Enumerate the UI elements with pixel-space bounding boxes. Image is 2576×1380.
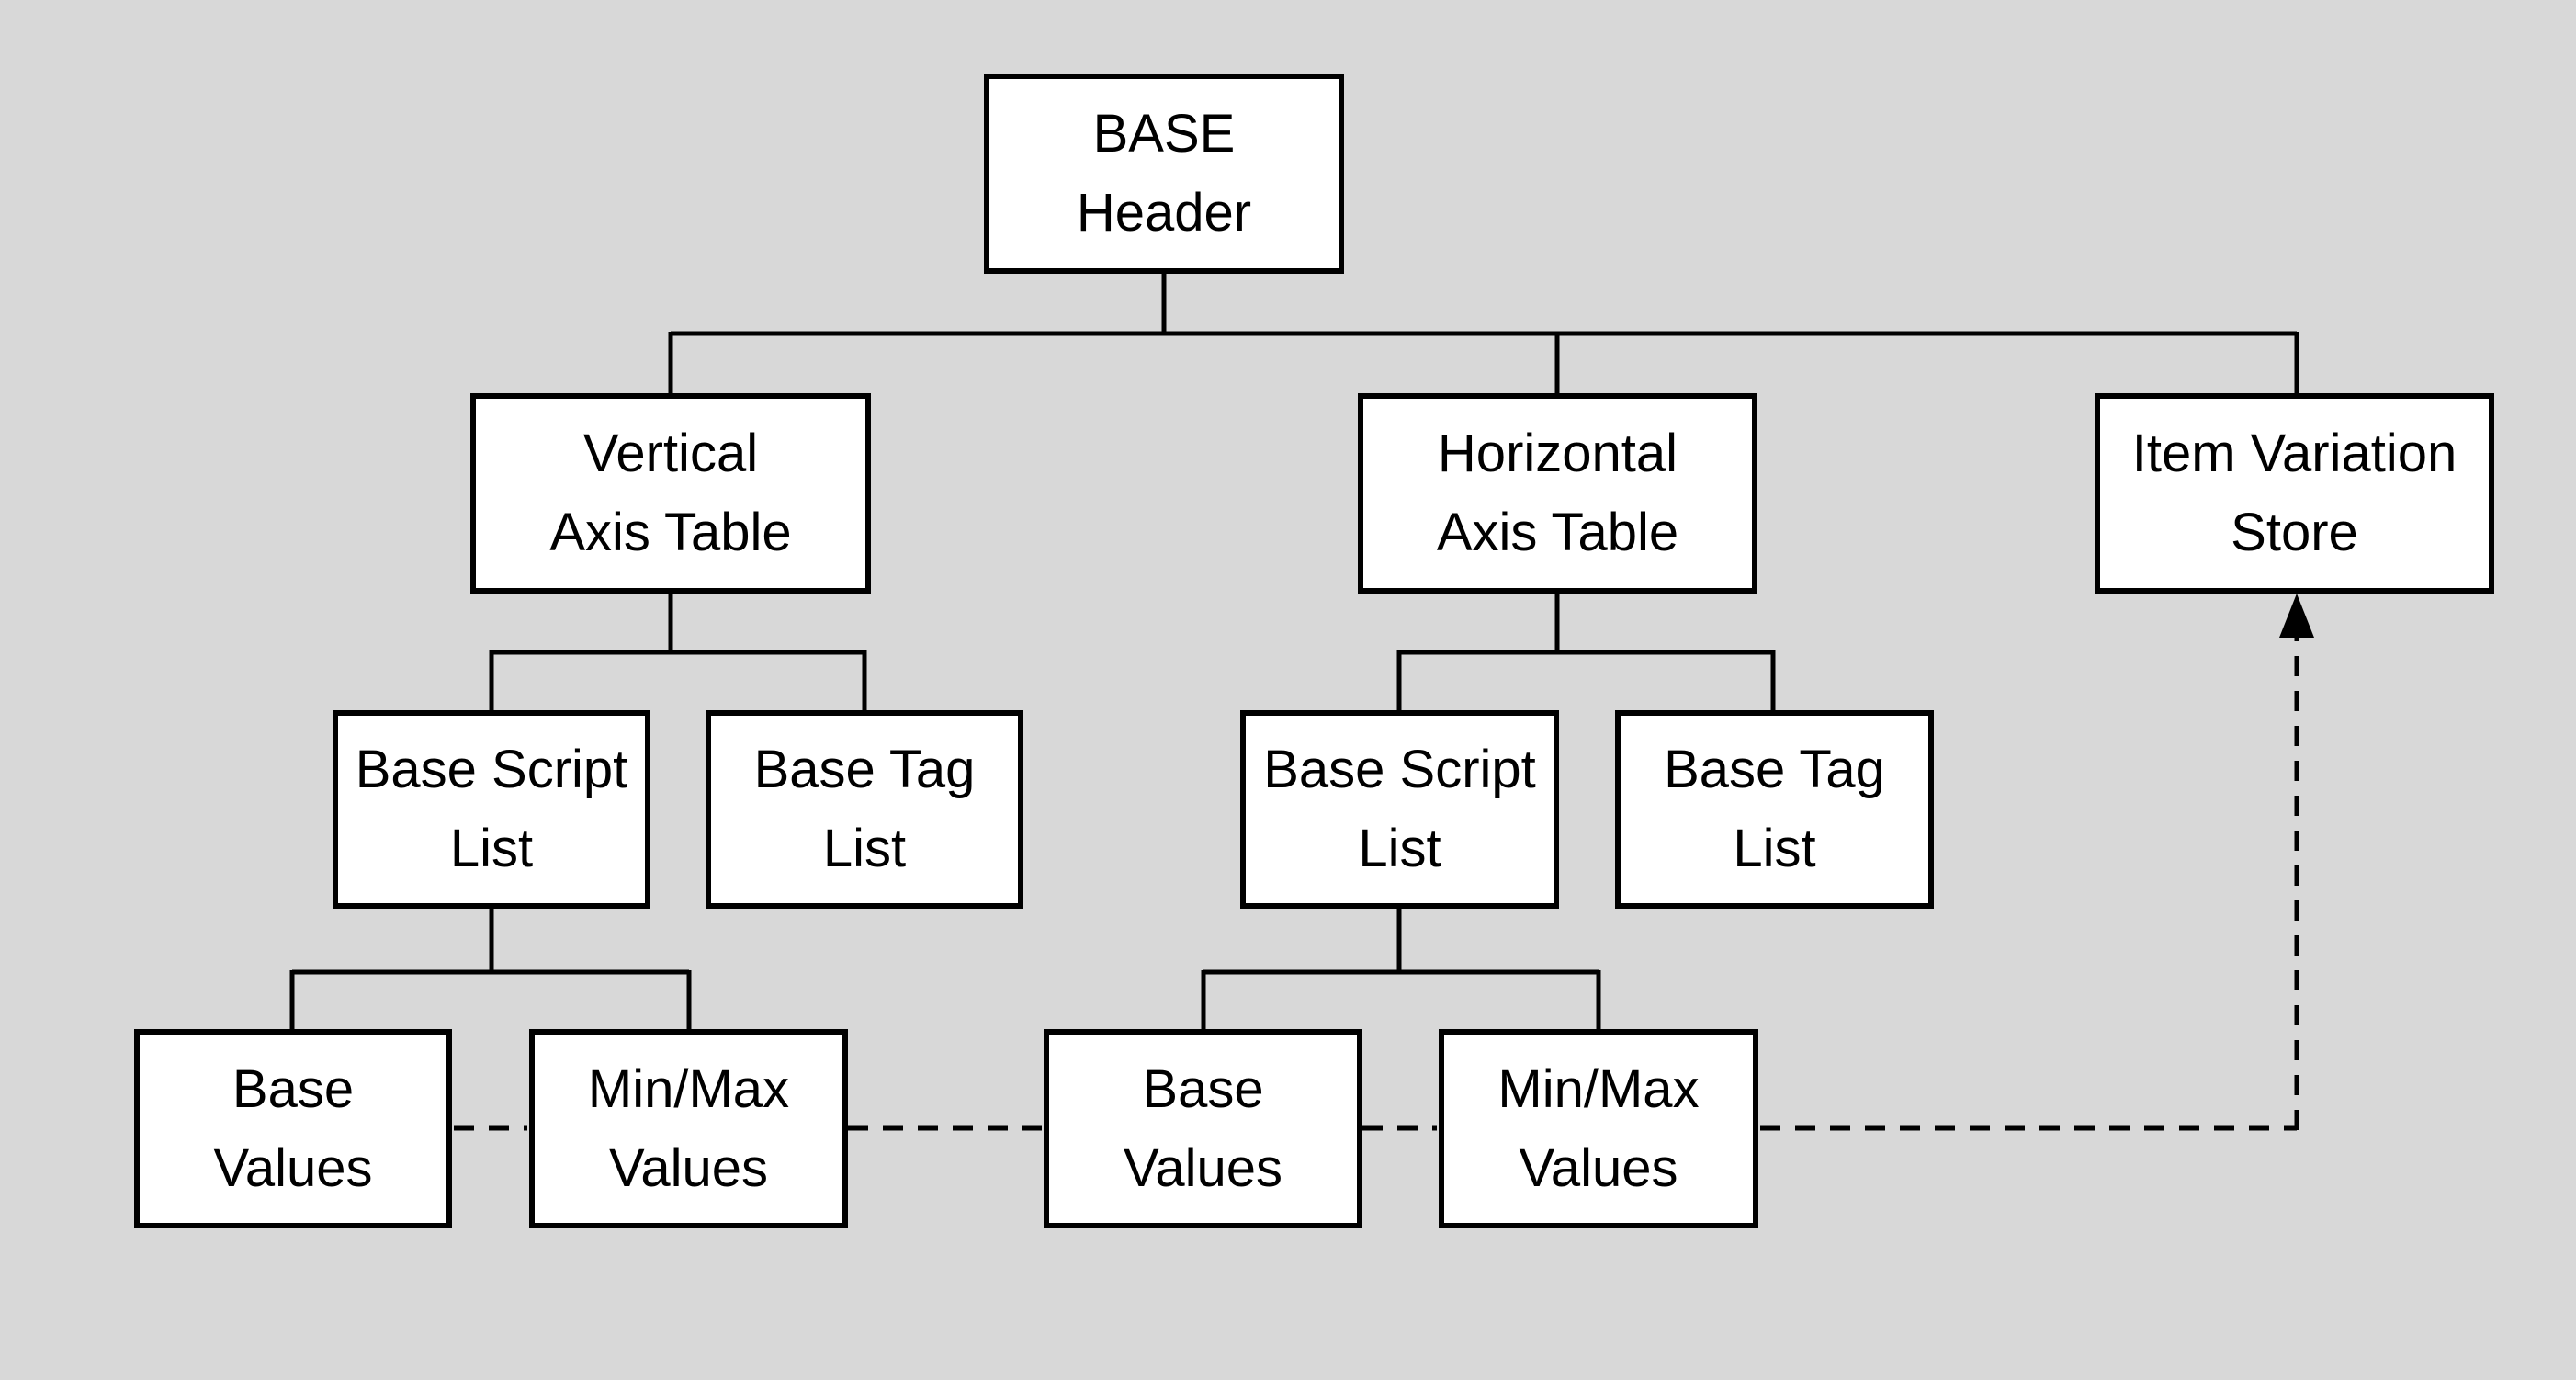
node-label: BASE Header [1076, 104, 1252, 243]
node-minmax-values-vertical: Min/Max Values [529, 1029, 848, 1228]
node-base-tag-list-vertical: Base Tag List [706, 710, 1023, 909]
node-label: Horizontal Axis Table [1436, 424, 1679, 562]
node-base-header: BASE Header [984, 74, 1344, 274]
node-base-script-list-horizontal: Base Script List [1240, 710, 1559, 909]
node-label: Base Script List [355, 740, 628, 878]
node-label: Vertical Axis Table [549, 424, 792, 562]
node-base-script-list-vertical: Base Script List [333, 710, 650, 909]
node-label: Item Variation Store [2131, 424, 2457, 562]
node-vertical-axis-table: Vertical Axis Table [470, 393, 871, 594]
arrowhead-up-icon [2279, 594, 2314, 638]
node-label: Base Tag List [753, 740, 976, 878]
node-base-tag-list-horizontal: Base Tag List [1615, 710, 1934, 909]
node-base-values-horizontal: Base Values [1044, 1029, 1362, 1228]
node-label: Base Tag List [1664, 740, 1885, 878]
node-label: Base Values [1123, 1058, 1283, 1198]
node-label: Base Script List [1263, 740, 1536, 878]
node-item-variation-store: Item Variation Store [2095, 393, 2494, 594]
node-label: Min/Max Values [1497, 1058, 1700, 1198]
node-label: Min/Max Values [587, 1058, 790, 1198]
node-horizontal-axis-table: Horizontal Axis Table [1358, 393, 1757, 594]
node-minmax-values-horizontal: Min/Max Values [1439, 1029, 1758, 1228]
node-label: Base Values [213, 1058, 373, 1198]
node-base-values-vertical: Base Values [134, 1029, 452, 1228]
